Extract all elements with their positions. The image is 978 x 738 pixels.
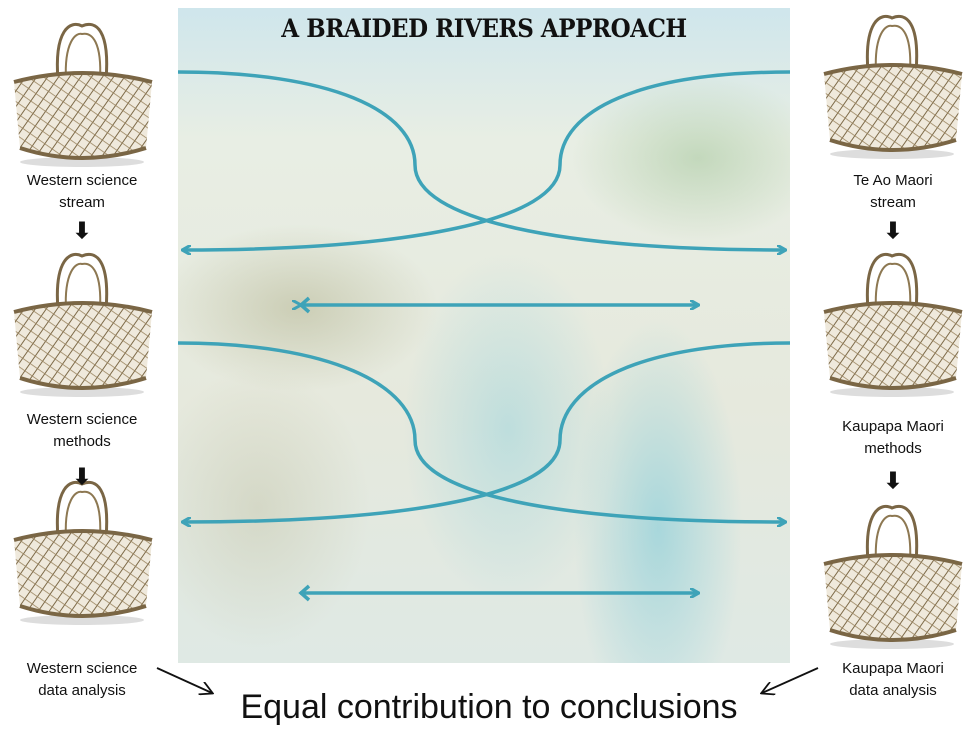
left-stream-label: Western science stream <box>26 172 138 211</box>
right-methods-label: Kaupapa Maori methods <box>842 418 944 457</box>
basket-icon <box>10 478 155 628</box>
stream-curve-bottom-left-to-right <box>177 341 785 522</box>
down-arrow-icon: ⬇ <box>883 218 903 243</box>
down-arrow-icon: ⬇ <box>883 468 903 493</box>
left-to-conclusion-arrow <box>156 667 212 693</box>
basket-icon <box>820 12 965 162</box>
stream-curve-bottom-right-to-left <box>183 341 791 522</box>
right-to-conclusion-arrow <box>762 667 819 693</box>
diagram-title: A BRAIDED RIVERS APPROACH <box>281 14 687 43</box>
braided-river-background <box>178 8 790 663</box>
left-methods-label: Western science methods <box>26 411 138 450</box>
down-arrow-icon: ⬇ <box>72 218 92 243</box>
basket-icon <box>820 250 965 400</box>
conclusion-text: Equal contribution to conclusions <box>240 688 738 726</box>
right-stream-label: Te Ao Maori stream <box>853 172 933 211</box>
stream-curve-top-right-to-left <box>183 70 791 250</box>
left-analysis-label: Western science data analysis <box>26 660 138 699</box>
basket-icon <box>10 250 155 400</box>
right-analysis-label: Kaupapa Maori data analysis <box>842 660 944 699</box>
stream-curve-top-left-to-right <box>177 70 785 250</box>
basket-icon <box>10 20 155 170</box>
down-arrow-icon: ⬇ <box>72 464 92 489</box>
basket-icon <box>820 502 965 652</box>
